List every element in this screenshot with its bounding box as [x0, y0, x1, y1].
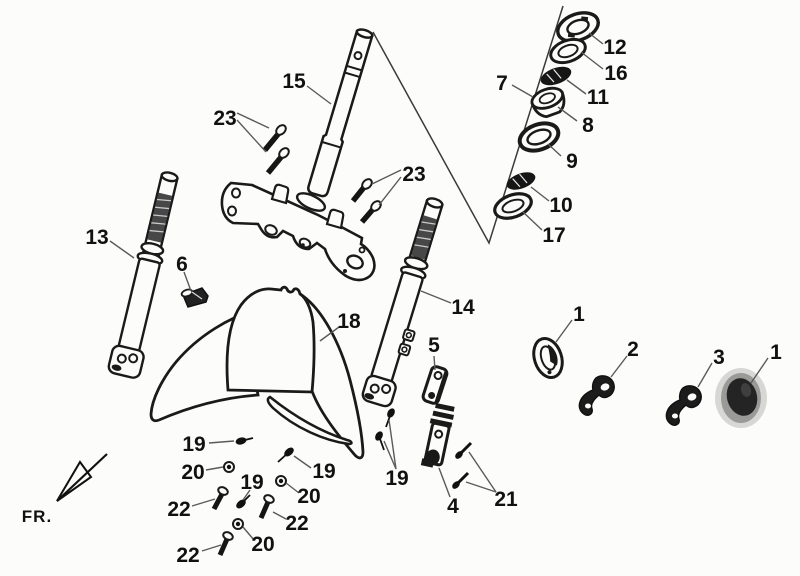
part-19-pin-a — [235, 437, 254, 445]
part-15-steering-stem — [307, 28, 374, 198]
part-12-stem-nut — [556, 11, 600, 43]
part-13-left-fork — [107, 171, 179, 379]
part-20-collar-c — [232, 518, 244, 530]
part-5-bracket — [421, 365, 449, 405]
callout-19-a: 19 — [182, 433, 205, 456]
part-4-bracket — [420, 402, 455, 468]
callout-20-c: 20 — [251, 533, 274, 556]
fender-front-lip — [266, 395, 353, 446]
part-20-collar-a — [223, 461, 235, 473]
callout-23-left: 23 — [213, 107, 236, 130]
callout-6: 6 — [176, 253, 188, 276]
part-3-clamp — [665, 385, 702, 426]
fork-spring — [411, 215, 437, 260]
callout-12: 12 — [603, 36, 626, 59]
callout-1-right: 1 — [770, 341, 782, 364]
part-11-dust-seal — [540, 66, 572, 86]
front-direction-label: FR. — [22, 507, 52, 526]
leader-lines — [109, 32, 769, 552]
fender-dome — [225, 285, 316, 394]
front-direction-arrow — [56, 453, 108, 502]
assembly-axis-line — [372, 5, 564, 245]
callout-2: 2 — [627, 338, 639, 361]
part-18-front-fender — [149, 285, 365, 460]
callout-5: 5 — [428, 334, 440, 357]
callout-11: 11 — [587, 86, 610, 109]
part-19-pin-b — [236, 494, 251, 509]
part-17-bottom-race — [493, 192, 533, 220]
callout-17: 17 — [542, 224, 565, 247]
callout-1-left: 1 — [573, 303, 585, 326]
callout-19-b: 19 — [240, 471, 263, 494]
callout-9: 9 — [566, 150, 578, 173]
part-8-top-cone-race — [530, 86, 566, 119]
clamp-tab-left — [270, 183, 290, 205]
callout-20-a: 20 — [181, 461, 204, 484]
callout-14: 14 — [451, 296, 475, 319]
callout-22-a: 22 — [167, 498, 190, 521]
part-6-clamp-piece — [180, 287, 209, 308]
part-22-bolt-a — [211, 486, 229, 511]
callout-3: 3 — [713, 346, 725, 369]
callout-19-right: 19 — [385, 467, 408, 490]
callout-16: 16 — [604, 62, 627, 85]
part-2-clamp — [578, 375, 615, 416]
part-1-grommet-left — [532, 337, 564, 379]
callout-10: 10 — [549, 194, 572, 217]
triple-clamp-bracket — [220, 181, 376, 282]
part-23-bolts-left — [262, 124, 290, 175]
part-22-bolt-c — [217, 531, 234, 557]
callout-8: 8 — [582, 114, 594, 137]
part-22-bolt-b — [258, 494, 275, 520]
callout-4: 4 — [447, 495, 459, 518]
fork-spring — [147, 192, 173, 243]
callout-23-right: 23 — [402, 163, 425, 186]
part-20-collar-b — [275, 475, 287, 487]
callout-20-b: 20 — [297, 485, 320, 508]
part-1-grommet-right — [715, 368, 767, 428]
part-19-pin-c — [277, 447, 294, 463]
callout-21: 21 — [494, 488, 518, 511]
part-16-washer — [549, 37, 587, 65]
part-23-bolts-right — [350, 178, 382, 224]
part-19-pins-right — [375, 408, 395, 451]
callout-22-b: 22 — [285, 512, 308, 535]
callout-13: 13 — [85, 226, 108, 249]
callout-22-c: 22 — [176, 544, 199, 567]
part-14-right-fork — [361, 197, 444, 408]
clamp-tab-right — [325, 208, 345, 230]
part-10-ball-retainer — [506, 172, 536, 190]
callout-15: 15 — [282, 70, 306, 93]
callout-19-c: 19 — [312, 460, 335, 483]
callout-7: 7 — [496, 72, 508, 95]
callout-18: 18 — [337, 310, 361, 333]
part-21-screws — [452, 441, 473, 489]
